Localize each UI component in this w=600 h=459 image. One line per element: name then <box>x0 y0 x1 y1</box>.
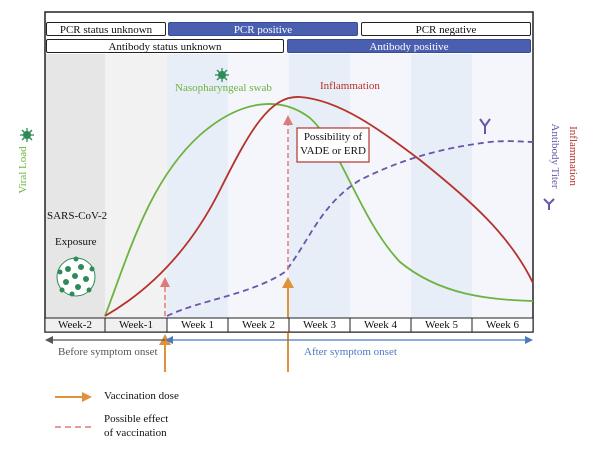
antibody-icon <box>543 198 555 210</box>
after-onset-arrowhead-left <box>165 336 173 344</box>
legend-vaccination-arrowhead <box>82 392 92 402</box>
before-onset-arrowhead <box>45 336 53 344</box>
exposure-label: Exposure <box>55 236 97 248</box>
effect-arrowhead-2 <box>283 115 293 125</box>
antibody-curve <box>166 140 534 317</box>
pcr-unknown-bar: PCR status unknown <box>46 22 166 36</box>
antibody-positive-bar: Antibody positive <box>287 39 531 53</box>
pcr-negative-bar: PCR negative <box>361 22 531 36</box>
after-onset-arrowhead-right <box>525 336 533 344</box>
week3-shade <box>289 54 350 318</box>
virus-icon <box>56 256 96 297</box>
virus-icon <box>215 68 229 82</box>
swab-label: Nasopharyngeal swab <box>175 82 272 94</box>
after-onset-label: After symptom onset <box>304 346 397 358</box>
legend-effect-label-line1: Possible effect <box>104 413 169 425</box>
week-label: Week 4 <box>363 319 398 331</box>
week-label: Week-1 <box>119 319 153 331</box>
week6-shade <box>472 54 533 318</box>
antibody-unknown-bar: Antibody status unknown <box>46 39 284 53</box>
inflammation-axis-label: Inflammation <box>567 126 579 186</box>
before-onset-label: Before symptom onset <box>58 346 158 358</box>
week-label: Week 5 <box>424 319 459 331</box>
week5-shade <box>411 54 472 318</box>
week-minus1-shade <box>105 54 167 318</box>
week-label: Week 6 <box>485 319 520 331</box>
virus-icon <box>20 128 34 142</box>
possibility-label-line1: Possibility of <box>303 131 363 143</box>
swab-curve <box>104 103 534 317</box>
pcr-positive-bar: PCR positive <box>168 22 358 36</box>
legend-vaccination-label: Vaccination dose <box>104 390 179 402</box>
week2-shade <box>228 54 289 318</box>
week-label: Week 2 <box>241 319 276 331</box>
antibody-icon <box>479 118 491 134</box>
week-label: Week 1 <box>180 319 215 331</box>
viral-load-axis-label: Viral Load <box>17 146 29 194</box>
week-label: Week 3 <box>302 319 337 331</box>
week4-shade <box>350 54 411 318</box>
inflammation-label: Inflammation <box>320 80 380 92</box>
week-label: Week-2 <box>58 319 92 331</box>
vaccination-arrowhead-2 <box>282 277 294 288</box>
possibility-label-line2: VADE or ERD <box>300 145 366 157</box>
week1-shade <box>167 54 228 318</box>
legend-effect-label-line2: of vaccination <box>104 427 167 439</box>
possibility-box <box>296 127 370 163</box>
inflammation-curve <box>104 96 534 317</box>
effect-arrowhead-1 <box>160 277 170 287</box>
antibody-titer-axis-label: Antibody Titer <box>549 123 561 189</box>
virus-name-label: SARS-CoV-2 <box>47 210 108 222</box>
